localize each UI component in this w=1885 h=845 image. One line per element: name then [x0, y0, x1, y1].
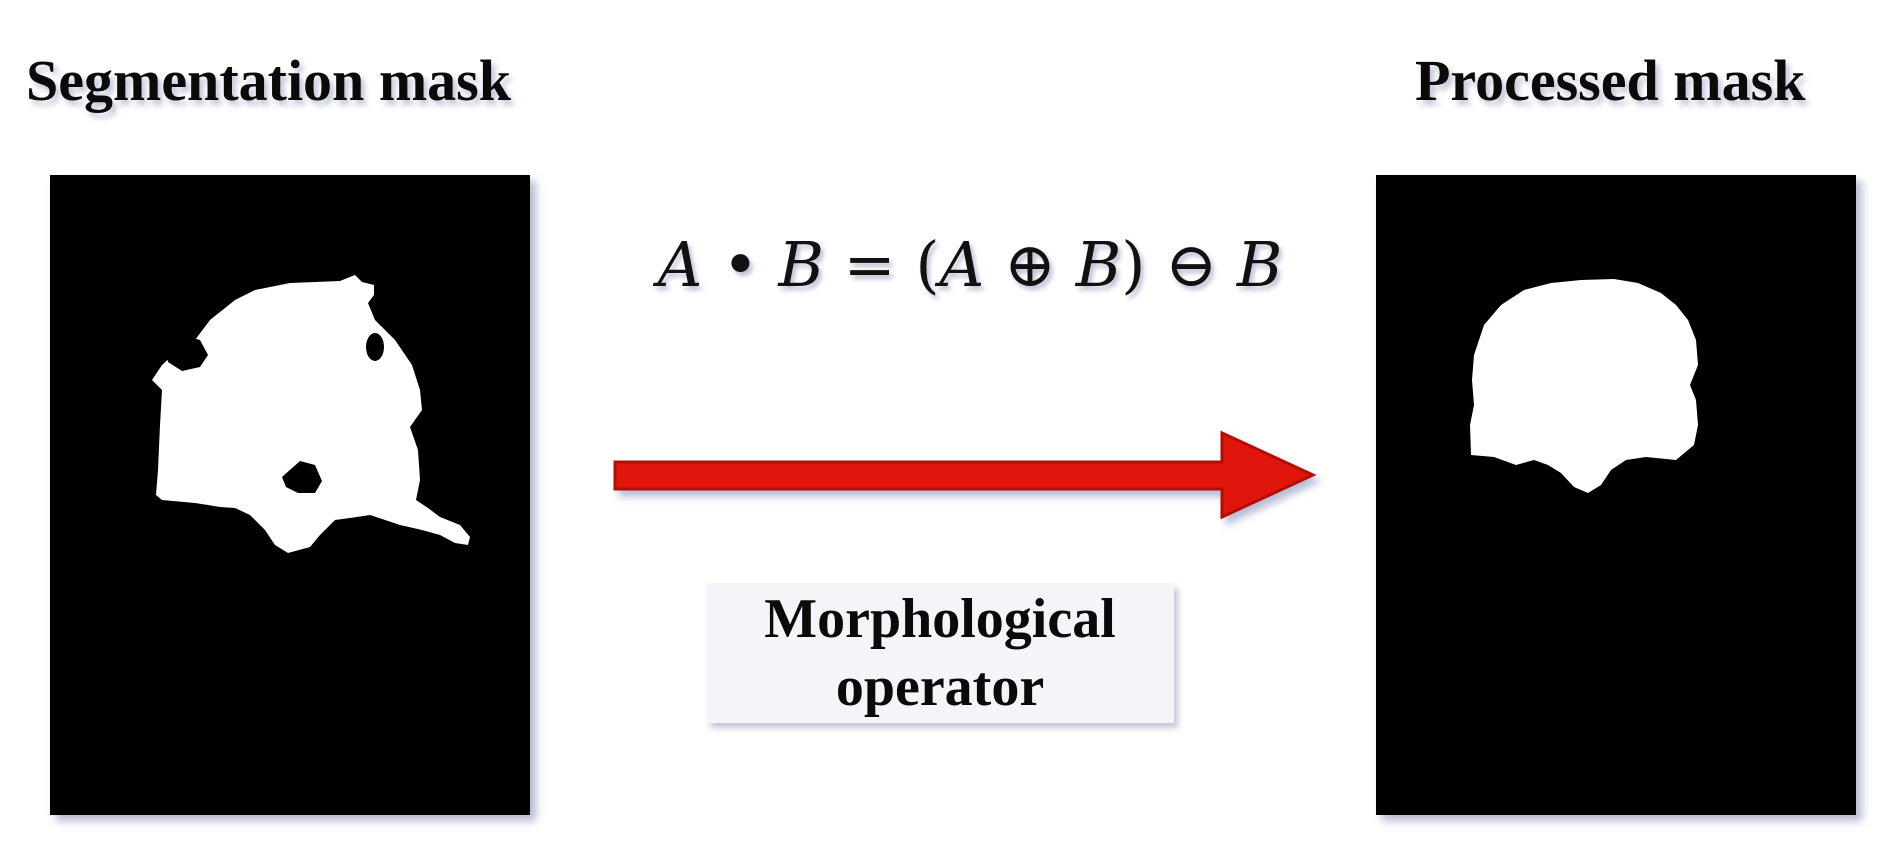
- formula-symbol-b: B: [1236, 228, 1283, 301]
- formula-paren-close: ): [1121, 228, 1146, 301]
- right-arrow-icon: [613, 430, 1317, 520]
- segmentation-mask-image: [50, 175, 530, 815]
- morphological-operator-box: Morphological operator: [706, 583, 1174, 723]
- formula-closing-operator: •: [722, 228, 759, 301]
- mask-hole: [165, 335, 208, 371]
- morphological-operator-label: Morphological operator: [764, 588, 1116, 718]
- mask-hole: [282, 461, 322, 493]
- formula-symbol-b: B: [1075, 228, 1122, 301]
- formula-paren-open: (: [915, 228, 940, 301]
- segmentation-mask-title: Segmentation mask: [26, 48, 511, 113]
- mask-speck: [1609, 478, 1617, 481]
- closing-formula: A • B = (A ⊕ B) ⊖ B: [630, 228, 1310, 301]
- mask-region: [1470, 279, 1698, 493]
- mask-region: [152, 275, 470, 553]
- formula-erosion-operator: ⊖: [1165, 228, 1218, 301]
- formula-symbol-b: B: [778, 228, 824, 301]
- mask-hole: [366, 333, 384, 361]
- formula-symbol-a: A: [939, 228, 985, 301]
- processed-mask-title: Processed mask: [1415, 48, 1806, 113]
- formula-symbol-a: A: [657, 228, 703, 301]
- formula-dilation-operator: ⊕: [1004, 228, 1056, 301]
- processed-mask-image: [1376, 175, 1856, 815]
- formula-equals: =: [843, 228, 896, 301]
